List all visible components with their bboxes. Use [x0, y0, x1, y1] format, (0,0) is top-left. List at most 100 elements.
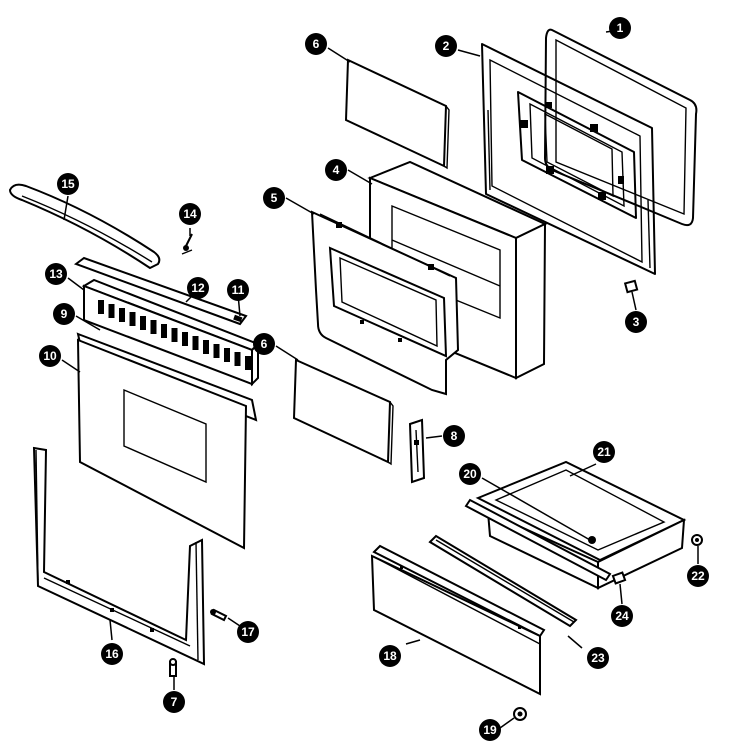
callout-number: 22: [691, 569, 705, 583]
callout-circle: [253, 333, 275, 355]
part-door-hinge: [408, 418, 426, 484]
callout-circle: [53, 303, 75, 325]
callout-number: 14: [183, 207, 197, 221]
vent-slot: [150, 320, 157, 334]
callout-number: 6: [261, 337, 268, 351]
callout-number: 17: [241, 625, 255, 639]
callout-c6a: 6: [305, 33, 327, 55]
callout-circle: [611, 605, 633, 627]
callout-c4: 4: [325, 159, 347, 181]
vent-slot: [171, 328, 178, 342]
callout-circle: [587, 647, 609, 669]
callout-number: 3: [633, 315, 640, 329]
callout-number: 20: [463, 467, 477, 481]
callout-number: 4: [333, 163, 340, 177]
vent-slot: [213, 344, 220, 358]
callout-circle: [687, 565, 709, 587]
callout-c20: 20: [459, 463, 481, 485]
part-drawer-front: [370, 544, 546, 696]
callout-circle: [305, 33, 327, 55]
part-drawer-clip: [611, 571, 627, 585]
vent-slot: [161, 324, 167, 338]
callout-c8: 8: [443, 425, 465, 447]
callout-circle: [443, 425, 465, 447]
part-bracket-11: [233, 314, 243, 323]
callout-c21: 21: [593, 441, 615, 463]
vent-slot: [234, 352, 241, 366]
callout-circle: [101, 643, 123, 665]
callout-number: 8: [451, 429, 458, 443]
part-leveling-leg: [169, 658, 177, 677]
callout-circle: [39, 345, 61, 367]
callout-number: 16: [105, 647, 119, 661]
callout-c5: 5: [263, 187, 285, 209]
part-inner-door-panel: [481, 43, 656, 275]
vent-slot: [98, 300, 104, 314]
callout-number: 21: [597, 445, 611, 459]
callout-circle: [459, 463, 481, 485]
callout-circle: [179, 203, 201, 225]
callout-c24: 24: [611, 605, 633, 627]
callout-c23: 23: [587, 647, 609, 669]
callout-c1: 1: [609, 17, 631, 39]
callout-number: 10: [43, 349, 57, 363]
part-clip: [623, 279, 639, 294]
callout-circle: [163, 691, 185, 713]
callout-c12: 12: [187, 277, 209, 299]
callout-number: 6: [313, 37, 320, 51]
vent-slot: [140, 316, 146, 330]
part-screw-17: [210, 608, 228, 622]
callout-number: 1: [617, 21, 624, 35]
callout-number: 5: [271, 191, 278, 205]
callout-circle: [435, 35, 457, 57]
callout-c18: 18: [379, 645, 401, 667]
callout-circle: [593, 441, 615, 463]
part-door-gasket: [544, 28, 698, 227]
callout-number: 7: [171, 695, 178, 709]
callout-number: 23: [591, 651, 605, 665]
part-drawer-rail: [464, 498, 612, 582]
callout-circle: [479, 719, 501, 741]
callout-number: 12: [191, 281, 205, 295]
callout-c6b: 6: [253, 333, 275, 355]
part-vent-panel: [81, 278, 260, 387]
callout-c3: 3: [625, 311, 647, 333]
callout-number: 11: [232, 283, 245, 297]
part-drawer-knob: [513, 707, 527, 721]
vent-slot: [108, 304, 115, 318]
callout-circle: [625, 311, 647, 333]
callout-c14: 14: [179, 203, 201, 225]
vent-slot: [182, 332, 188, 346]
callout-circle: [609, 17, 631, 39]
callout-c17: 17: [237, 621, 259, 643]
callout-number: 15: [61, 177, 75, 191]
part-door-frame: [32, 446, 206, 666]
part-trim-strip: [73, 256, 248, 326]
callout-c19: 19: [479, 719, 501, 741]
callout-c9: 9: [53, 303, 75, 325]
callout-c11: 11: [227, 279, 249, 301]
callout-c15: 15: [57, 173, 79, 195]
callout-circle: [263, 187, 285, 209]
callout-circle: [325, 159, 347, 181]
part-outer-door-panel: [76, 332, 258, 550]
callout-c22: 22: [687, 565, 709, 587]
part-screw-14: [181, 233, 193, 255]
callout-number: 9: [61, 307, 68, 321]
part-drawer-roller: [691, 534, 703, 546]
callout-c13: 13: [45, 263, 67, 285]
part-door-handle: [8, 183, 161, 270]
callout-number: 24: [615, 609, 629, 623]
callout-c10: 10: [39, 345, 61, 367]
part-window-glass-mid: [292, 358, 394, 466]
callout-c16: 16: [101, 643, 123, 665]
callout-circle: [187, 277, 209, 299]
vent-slot: [192, 336, 199, 350]
callout-number: 13: [49, 267, 63, 281]
vent-slot: [245, 356, 251, 370]
callout-circle: [57, 173, 79, 195]
callout-circle: [379, 645, 401, 667]
callout-circle: [45, 263, 67, 285]
